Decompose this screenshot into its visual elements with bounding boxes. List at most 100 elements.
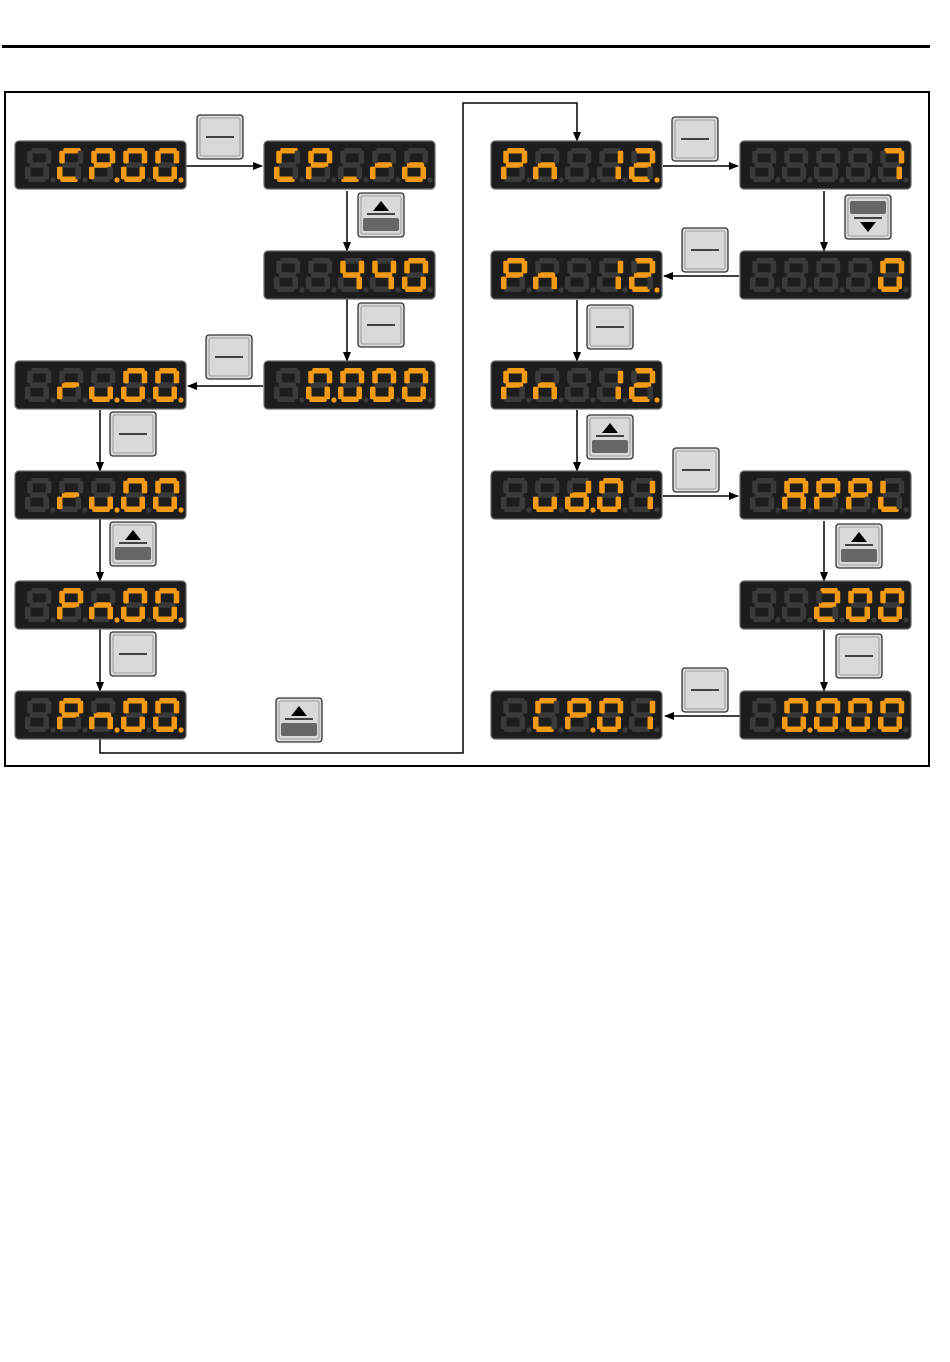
led-display-v440: 440 — [264, 251, 435, 299]
segment-e — [533, 717, 539, 730]
segment-b — [110, 591, 116, 604]
segment-d — [849, 507, 866, 513]
decimal-point — [299, 397, 304, 402]
segment-d — [124, 617, 141, 623]
segment-b — [586, 371, 592, 384]
segment-d — [92, 177, 109, 183]
segment-c — [293, 277, 299, 290]
segment-d — [568, 397, 585, 403]
decimal-point — [395, 287, 400, 292]
segment-d — [536, 727, 553, 733]
decimal-point — [114, 177, 119, 182]
decimal-point — [50, 397, 55, 402]
segment-f — [276, 151, 282, 164]
segment-e — [153, 497, 159, 510]
segment-e — [878, 497, 884, 510]
segment-f — [123, 591, 129, 604]
segment-f — [784, 701, 790, 714]
decimal-point — [590, 397, 595, 402]
segment-b — [867, 701, 873, 714]
segment-d — [536, 397, 553, 403]
enter-key[interactable] — [110, 412, 156, 456]
decimal-point — [427, 397, 432, 402]
enter-key[interactable] — [682, 668, 728, 712]
segment-e — [370, 277, 376, 290]
up-key[interactable] — [276, 698, 322, 742]
segment-d — [632, 287, 649, 293]
segment-d — [277, 177, 294, 183]
up-key[interactable] — [836, 524, 882, 568]
segment-b — [650, 261, 656, 274]
decimal-point — [839, 507, 844, 512]
segment-b — [359, 261, 365, 274]
enter-key[interactable] — [358, 303, 404, 347]
led-display-cp00: CP.00. — [15, 141, 186, 189]
segment-e — [57, 717, 63, 730]
segment-e — [57, 387, 63, 400]
down-key[interactable] — [845, 195, 891, 239]
segment-f — [308, 261, 314, 274]
enter-key[interactable] — [197, 115, 243, 159]
segment-b — [899, 591, 905, 604]
segment-c — [769, 607, 775, 620]
enter-key[interactable] — [206, 335, 252, 379]
segment-f — [91, 151, 97, 164]
led-display-pn00b: Pn.00. — [15, 691, 186, 739]
segment-e — [121, 167, 127, 180]
segment-f — [59, 481, 65, 494]
segment-e — [597, 167, 603, 180]
enter-key[interactable] — [587, 305, 633, 349]
segment-b — [46, 481, 52, 494]
decimal-point — [871, 177, 876, 182]
segment-e — [25, 387, 31, 400]
segment-e — [274, 277, 280, 290]
decimal-point — [363, 287, 368, 292]
up-key[interactable] — [587, 415, 633, 459]
segment-b — [142, 701, 148, 714]
segment-f — [880, 261, 886, 274]
decimal-point — [622, 507, 627, 512]
segment-e — [814, 167, 820, 180]
segment-f — [567, 371, 573, 384]
segment-e — [57, 167, 63, 180]
segment-f — [631, 481, 637, 494]
segment-f — [59, 701, 65, 714]
segment-b — [174, 481, 180, 494]
segment-e — [597, 387, 603, 400]
segment-d — [632, 507, 649, 513]
segment-e — [121, 717, 127, 730]
segment-e — [629, 387, 635, 400]
segment-c — [140, 497, 146, 510]
segment-d — [536, 507, 553, 513]
up-key[interactable] — [110, 522, 156, 566]
segment-d — [28, 177, 45, 183]
segment-d — [341, 177, 358, 183]
segment-e — [121, 387, 127, 400]
segment-c — [389, 167, 395, 180]
segment-c — [421, 387, 427, 400]
decimal-point — [839, 727, 844, 732]
segment-d — [28, 727, 45, 733]
segment-c — [769, 717, 775, 730]
segment-e — [533, 387, 539, 400]
segment-b — [359, 371, 365, 384]
enter-key[interactable] — [110, 632, 156, 676]
enter-key[interactable] — [836, 634, 882, 678]
up-key[interactable] — [358, 193, 404, 237]
enter-key[interactable] — [682, 228, 728, 272]
segment-c — [801, 607, 807, 620]
segment-d — [785, 507, 802, 513]
segment-e — [565, 497, 571, 510]
enter-key[interactable] — [673, 448, 719, 492]
segment-b — [522, 371, 528, 384]
segment-c — [44, 387, 50, 400]
segment-d — [817, 507, 834, 513]
segment-d — [536, 177, 553, 183]
decimal-point — [807, 177, 812, 182]
segment-e — [89, 717, 95, 730]
segment-c — [616, 277, 622, 290]
enter-key[interactable] — [672, 117, 718, 161]
segment-b — [327, 151, 333, 164]
led-display-ru00a: ru.00. — [15, 361, 186, 409]
segment-b — [835, 151, 841, 164]
